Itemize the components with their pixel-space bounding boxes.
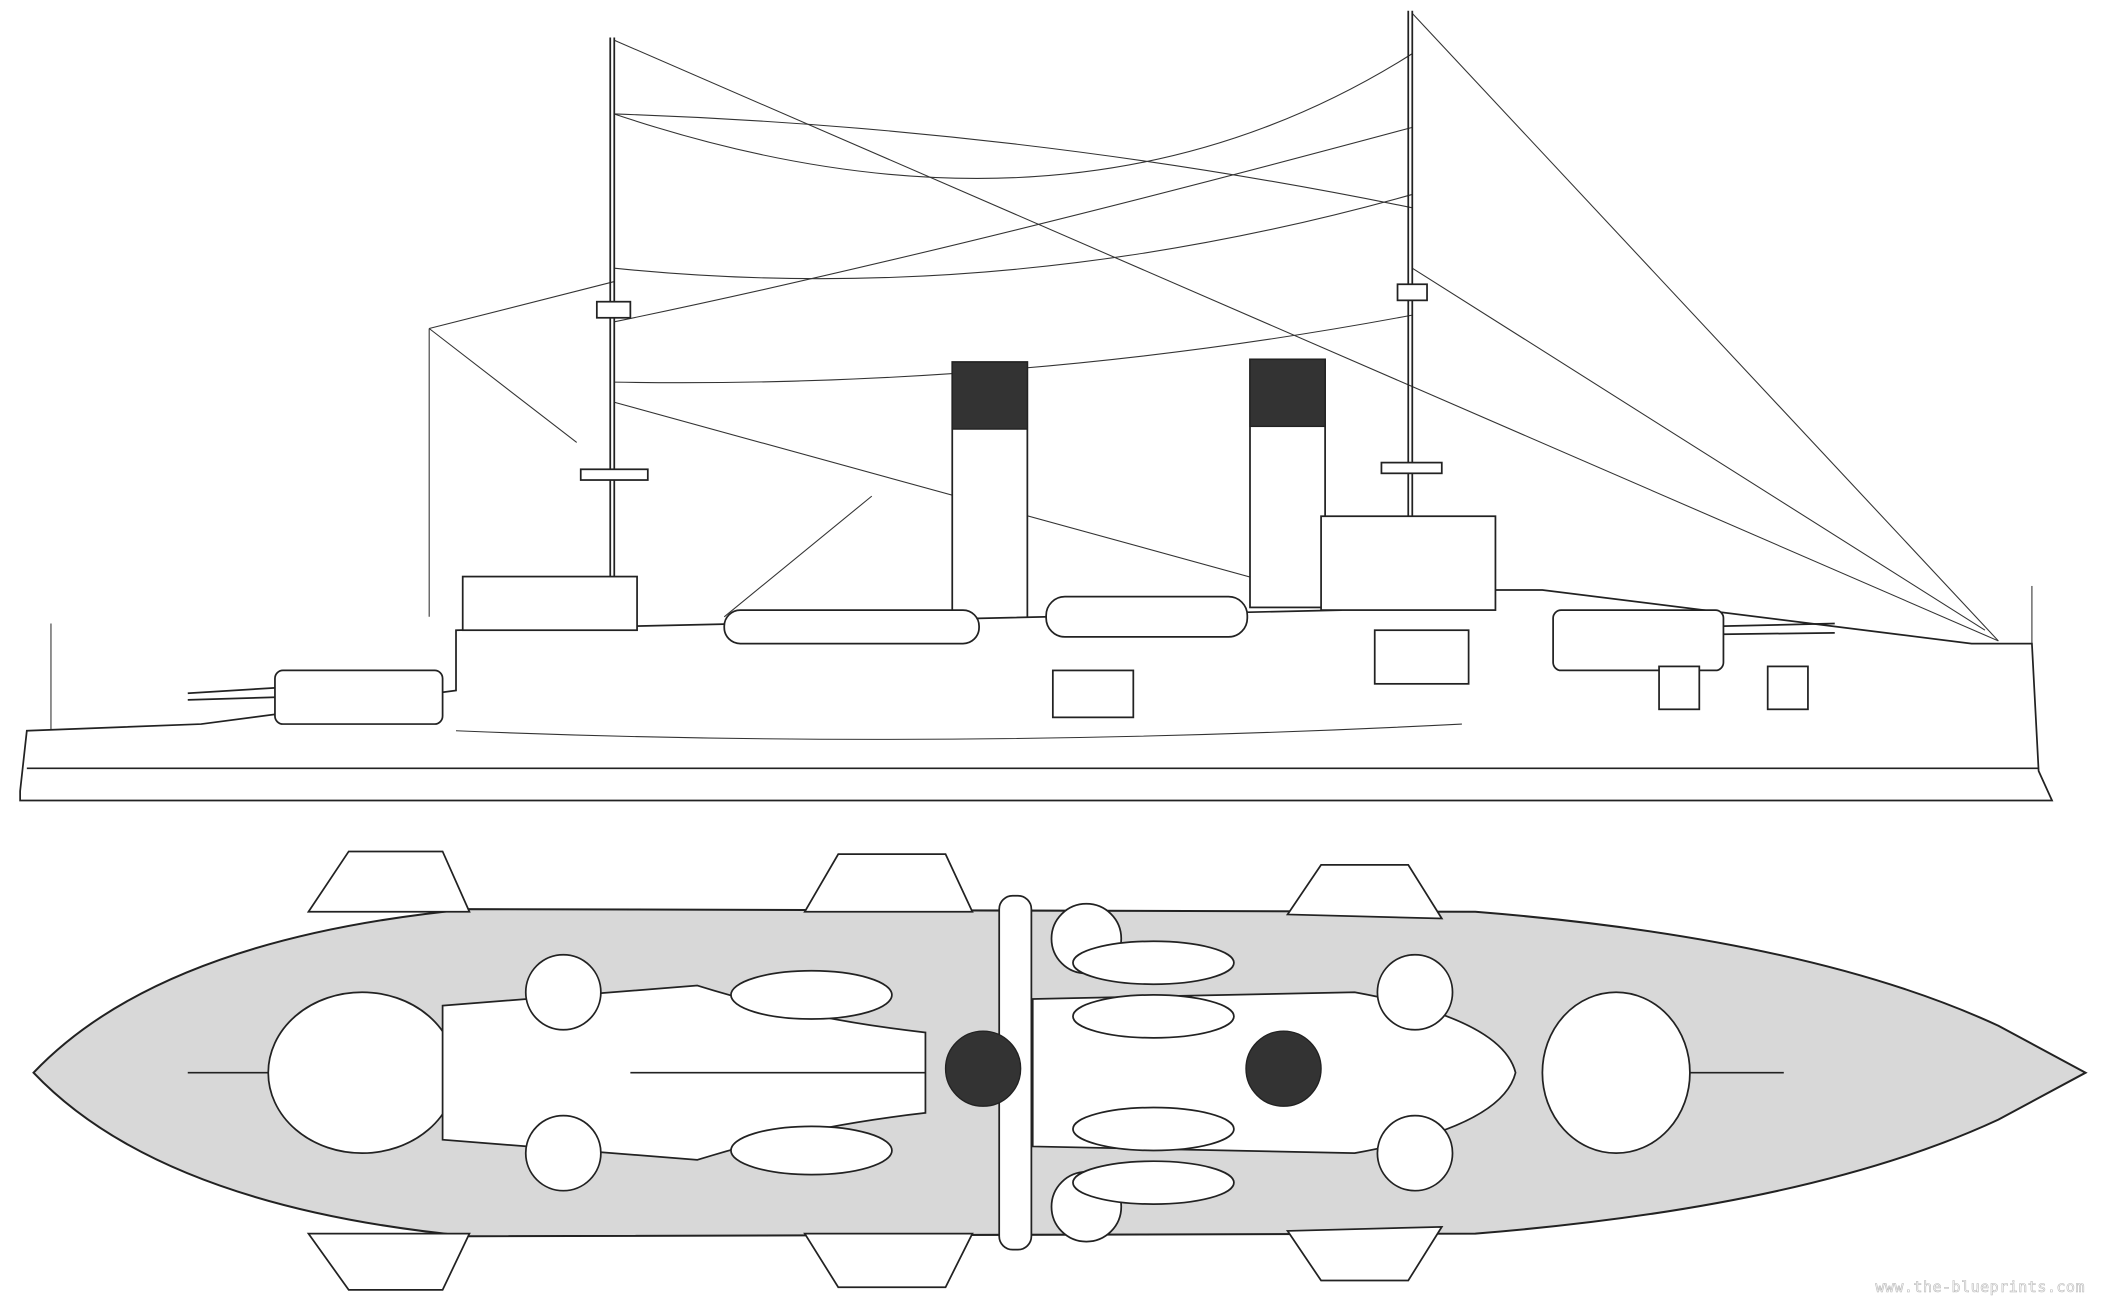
fore-turret bbox=[1541, 991, 1691, 1155]
fore-funnel-cap bbox=[951, 361, 1029, 430]
boat bbox=[723, 609, 980, 645]
main-fighting-top bbox=[1380, 461, 1443, 475]
deck-structures bbox=[187, 894, 1784, 1251]
casemate bbox=[1051, 669, 1135, 719]
aft-turret bbox=[267, 991, 457, 1155]
boat bbox=[1072, 1106, 1235, 1152]
boat bbox=[1072, 940, 1235, 986]
aft-funnel-cap bbox=[1249, 358, 1326, 428]
gun-turrets bbox=[187, 609, 1835, 725]
fore-fighting-top bbox=[579, 468, 649, 481]
boat bbox=[1072, 1160, 1235, 1205]
fore-top bbox=[595, 300, 632, 319]
funnels bbox=[951, 358, 1326, 632]
fore-funnel-top bbox=[944, 1030, 1022, 1107]
boat bbox=[730, 969, 893, 1020]
boat bbox=[730, 1125, 893, 1176]
boat bbox=[1045, 595, 1249, 638]
main-top bbox=[1396, 283, 1428, 302]
sponsons bbox=[306, 850, 1444, 1291]
side-profile-view bbox=[19, 10, 2054, 802]
casemate bbox=[1658, 665, 1701, 711]
aft-turret bbox=[274, 669, 444, 725]
watermark: www.the-blueprints.com bbox=[1875, 1278, 2085, 1297]
casemate bbox=[1766, 665, 1809, 711]
aft-funnel-top bbox=[1245, 1030, 1322, 1107]
superstructures bbox=[461, 515, 1497, 645]
top-plan-view bbox=[32, 850, 2088, 1291]
rigging-lines bbox=[50, 13, 2033, 731]
boat bbox=[1072, 994, 1235, 1039]
masts bbox=[579, 10, 1443, 631]
casemate bbox=[1373, 629, 1470, 685]
fore-turret bbox=[1552, 609, 1725, 672]
